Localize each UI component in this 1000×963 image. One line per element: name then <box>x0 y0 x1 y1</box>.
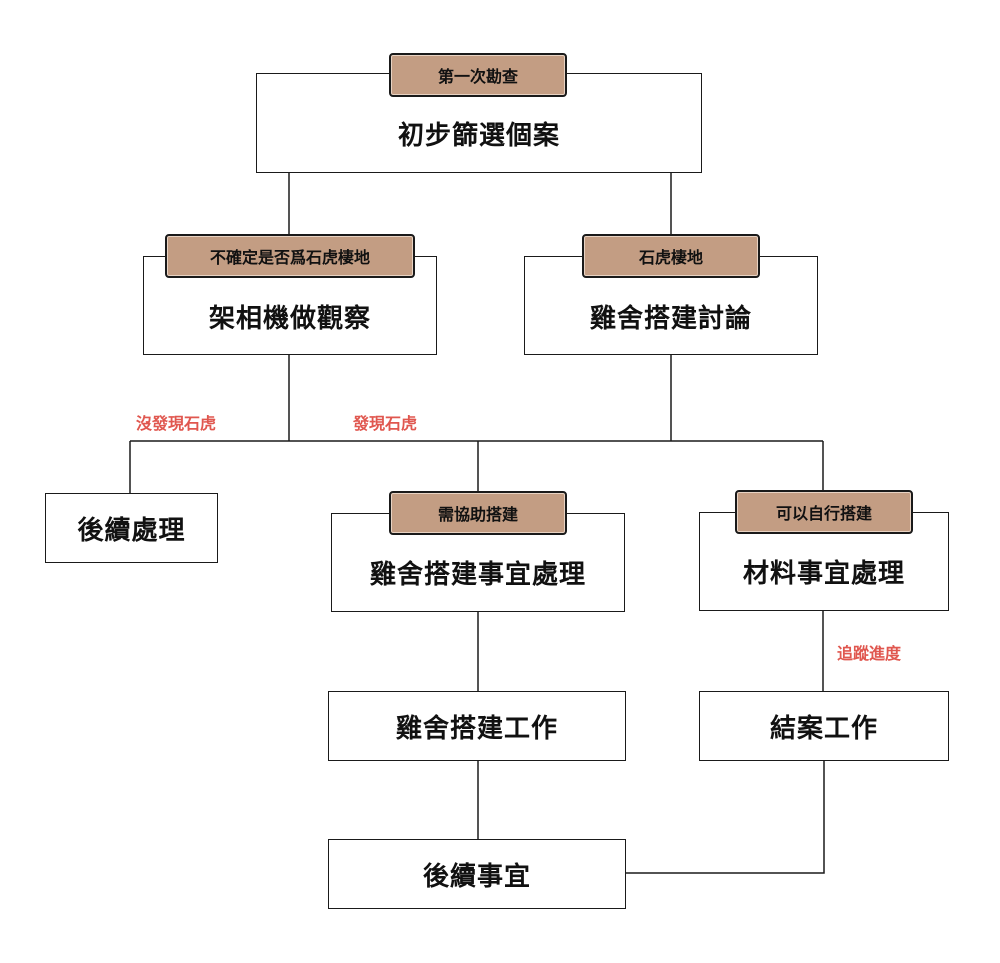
tag-self-build-label: 可以自行搭建 <box>775 504 872 523</box>
tag-leopard-habitat: 石虎棲地 <box>582 234 760 278</box>
tag-first-survey-label: 第一次勘查 <box>437 67 518 86</box>
node-coop-matters-label: 雞舍搭建事宜處理 <box>369 560 586 590</box>
node-coop-work-label: 雞舍搭建工作 <box>395 713 558 744</box>
node-initial-screening-label: 初步篩選個案 <box>397 120 560 151</box>
edge-label-found-leopard: 發現石虎 <box>353 414 418 433</box>
node-coop-discussion: 雞舍搭建討論 <box>524 256 818 355</box>
tag-self-build: 可以自行搭建 <box>735 490 913 534</box>
node-coop-discussion-label: 雞舍搭建討論 <box>589 304 752 334</box>
tag-uncertain-habitat-label: 不確定是否爲石虎棲地 <box>209 248 370 267</box>
tag-first-survey: 第一次勘查 <box>389 53 567 97</box>
node-material-matters-label: 材料事宜處理 <box>742 559 905 589</box>
node-camera-observation-label: 架相機做觀察 <box>208 304 371 334</box>
node-closing-work: 結案工作 <box>699 691 949 761</box>
edge-label-track-progress: 追蹤進度 <box>837 644 902 663</box>
node-followup-matters-label: 後續事宜 <box>422 861 531 892</box>
node-closing-work-label: 結案工作 <box>769 713 878 744</box>
edge-label-no-leopard: 沒發現石虎 <box>136 414 217 433</box>
node-followup-handling: 後續處理 <box>45 493 218 563</box>
node-coop-matters: 雞舍搭建事宜處理 <box>331 513 625 612</box>
node-followup-matters: 後續事宜 <box>328 839 626 909</box>
tag-needs-help: 需協助搭建 <box>389 491 567 535</box>
tag-needs-help-label: 需協助搭建 <box>437 505 518 524</box>
node-coop-work: 雞舍搭建工作 <box>328 691 626 761</box>
node-followup-handling-label: 後續處理 <box>77 515 186 546</box>
tag-uncertain-habitat: 不確定是否爲石虎棲地 <box>165 234 415 278</box>
connector <box>625 761 825 874</box>
tag-leopard-habitat-label: 石虎棲地 <box>638 248 703 267</box>
